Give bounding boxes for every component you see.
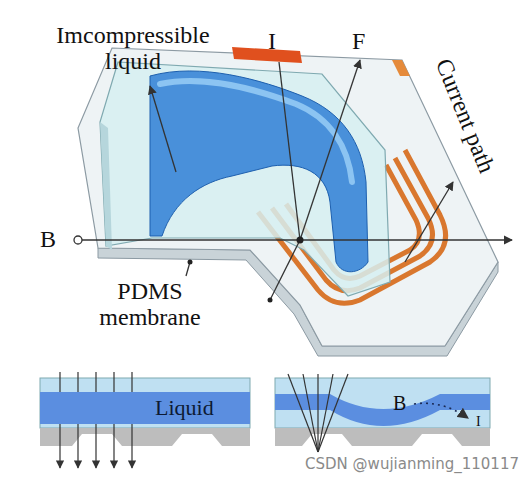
- field-symbol: B: [40, 226, 56, 252]
- force-curve: [414, 403, 468, 418]
- current-symbol: I: [268, 28, 276, 54]
- substrate: [275, 428, 490, 446]
- membrane-layer: [275, 378, 490, 428]
- field-origin: [74, 236, 82, 244]
- current-symbol: I: [476, 414, 481, 429]
- part-label: PDMS membrane: [70, 278, 230, 331]
- leader-dot: [188, 260, 193, 265]
- substrate: [40, 428, 250, 446]
- electrode-strip: [392, 60, 410, 76]
- part-label: Imcompressible liquid: [28, 22, 238, 75]
- focused-rays: [288, 374, 348, 452]
- electrode-strip: [232, 47, 302, 63]
- membrane-layer: [40, 378, 250, 428]
- liquid-channel: [150, 71, 368, 272]
- liquid-band: Liquid: [40, 392, 250, 424]
- chamber-frame: [100, 62, 390, 296]
- node-label: Liquid: [155, 395, 214, 420]
- field-symbol: B: [393, 392, 406, 414]
- center-dot: [297, 237, 304, 244]
- watermark: CSDN @wujianming_110117: [303, 456, 521, 473]
- leader-dot: [268, 298, 273, 303]
- force-symbol: F: [352, 28, 365, 54]
- chamber-wall: [100, 122, 112, 250]
- liquid-highlight: [160, 81, 352, 182]
